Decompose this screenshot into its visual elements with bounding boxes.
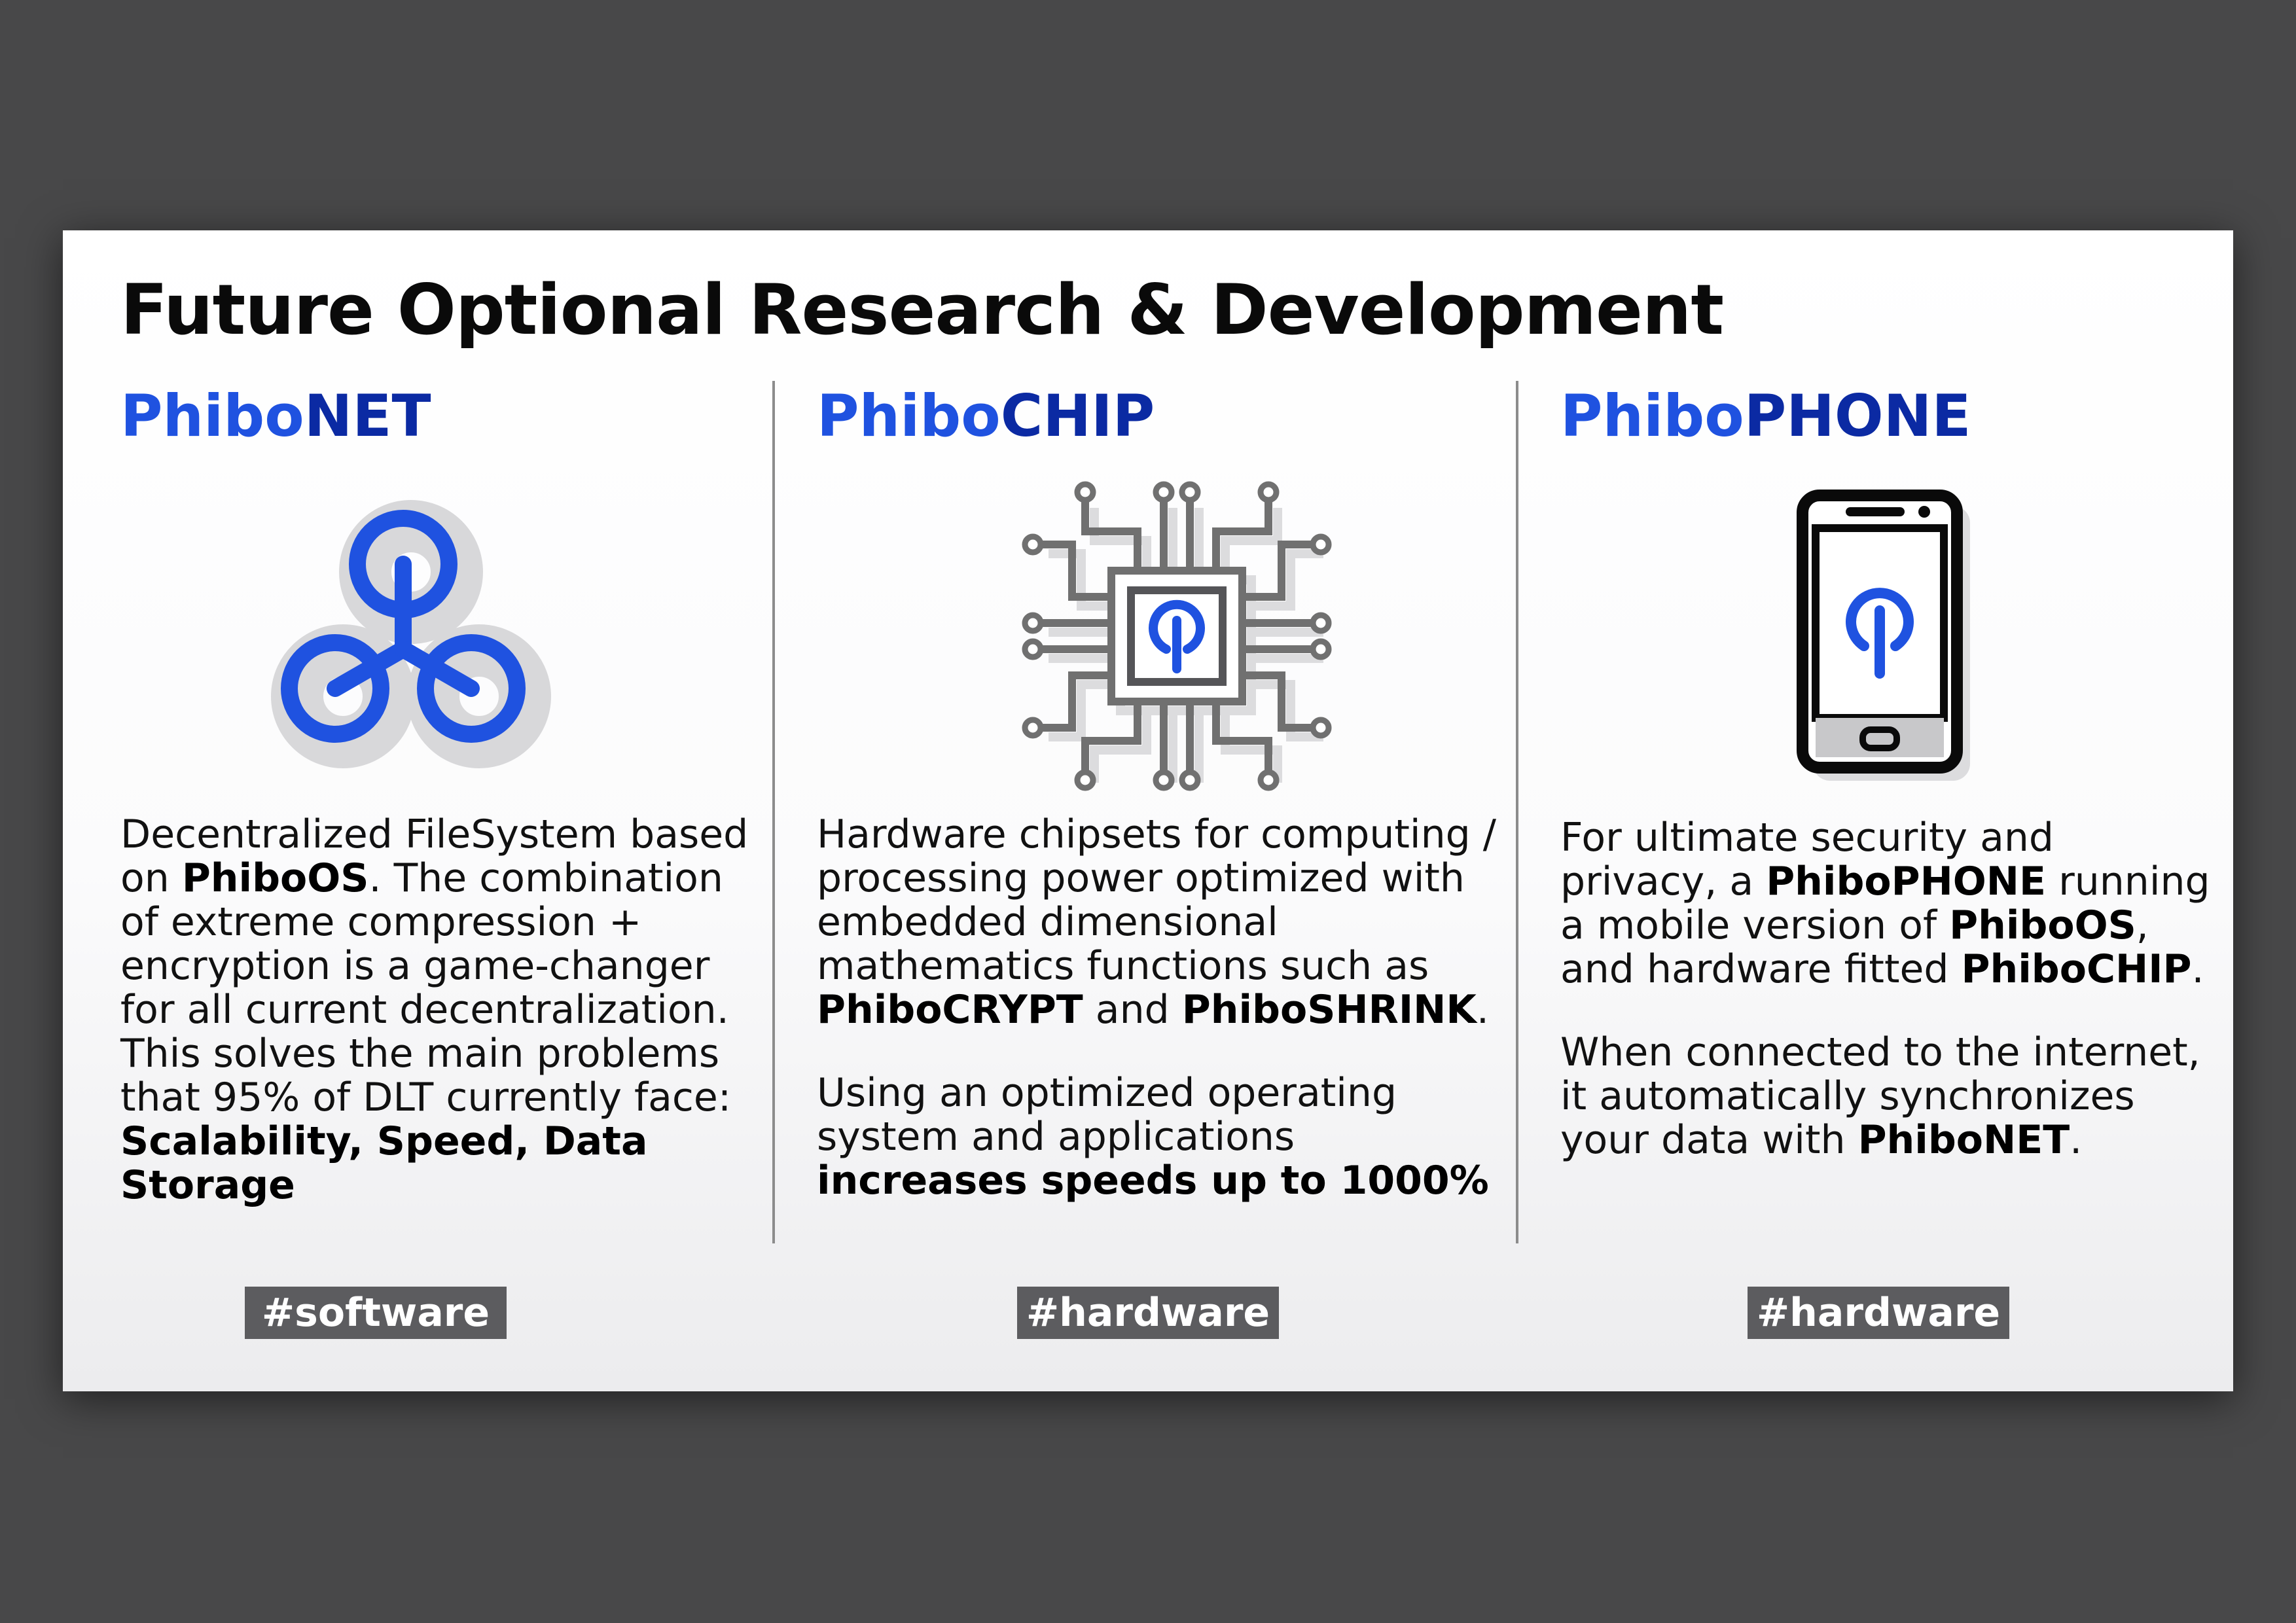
- column-phibonet: PhiboNET Decentralized FileSys: [120, 387, 768, 1369]
- description-phibochip: Hardware chipsets for computing / proces…: [817, 813, 1498, 1203]
- column-title-phibochip: PhiboCHIP: [817, 382, 1155, 450]
- tag-software: #software: [245, 1287, 507, 1339]
- column-title-phibonet: PhiboNET: [120, 382, 431, 450]
- column-title-phibophone: PhiboPHONE: [1560, 382, 1971, 450]
- column-phibochip: PhiboCHIP: [817, 387, 1498, 1369]
- tag-hardware-chip: #hardware: [1017, 1287, 1279, 1339]
- description-phibophone: For ultimate security and privacy, a Phi…: [1560, 816, 2215, 1162]
- tag-hardware-phone: #hardware: [1748, 1287, 2009, 1339]
- paragraph: Hardware chipsets for computing / proces…: [817, 812, 1496, 1033]
- slide-card: Future Optional Research & Development P…: [63, 230, 2233, 1391]
- smartphone-icon: [1796, 489, 1979, 799]
- triskelion-network-icon: [250, 486, 577, 796]
- column-phibophone: PhiboPHONE For ultimate security and pri…: [1560, 387, 2215, 1369]
- description-phibonet: Decentralized FileSystem based on PhiboO…: [120, 813, 768, 1207]
- paragraph: For ultimate security and privacy, a Phi…: [1560, 815, 2210, 992]
- circuit-chip-icon: [1013, 473, 1340, 802]
- page-title: Future Optional Research & Development: [120, 270, 1724, 350]
- column-divider-1: [772, 381, 775, 1243]
- column-divider-2: [1516, 381, 1518, 1243]
- paragraph: When connected to the internet, it autom…: [1560, 1029, 2200, 1163]
- paragraph: Using an optimized operating system and …: [817, 1070, 1489, 1204]
- paragraph: Decentralized FileSystem based on PhiboO…: [120, 812, 749, 1208]
